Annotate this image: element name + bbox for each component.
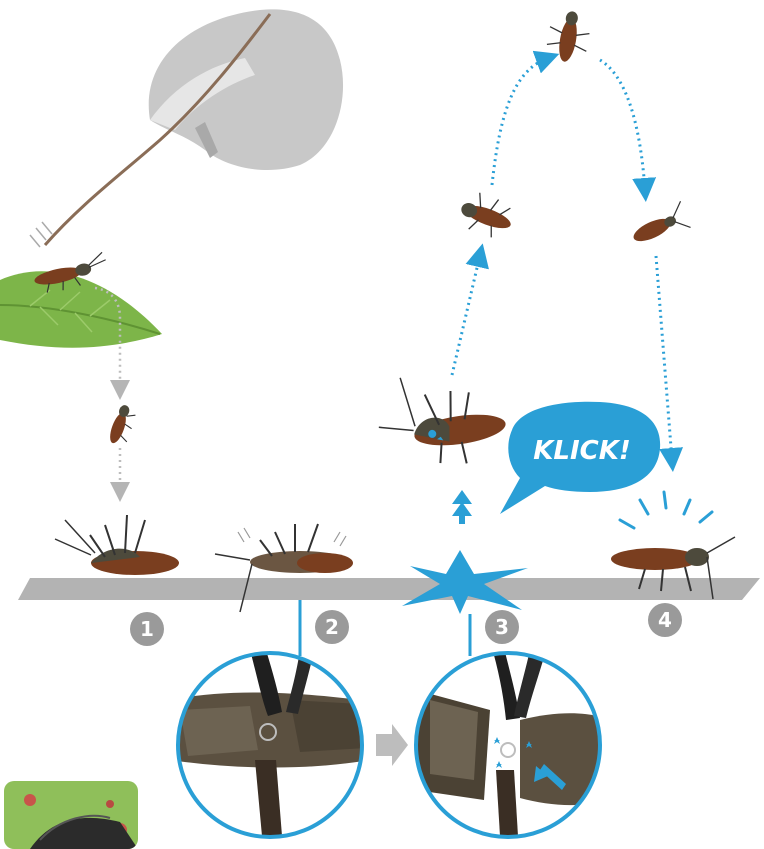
beetle-descending	[628, 201, 692, 251]
step-badge-2: 2	[315, 610, 349, 644]
hand-illustration	[45, 9, 343, 245]
klick-speech-bubble: KLICK!	[500, 402, 660, 514]
step-number-3: 3	[495, 615, 509, 639]
beetle-rising	[456, 189, 518, 242]
klick-label: KLICK!	[533, 436, 630, 466]
step-badge-3: 3	[485, 610, 519, 644]
step-number-2: 2	[325, 615, 339, 639]
detail-circle-latch-released	[416, 648, 610, 837]
beetle-falling	[107, 403, 139, 447]
beetle-step-3	[372, 364, 510, 475]
step-number-1: 1	[140, 617, 154, 641]
step-number-4: 4	[658, 608, 672, 632]
launch-arrows	[452, 490, 472, 524]
ground	[18, 578, 760, 600]
beetle-step-1	[55, 515, 179, 575]
leaf-illustration	[0, 271, 162, 347]
detail-circle-latch-engaged	[170, 650, 370, 837]
step-badge-1: 1	[130, 612, 164, 646]
beetle-apex	[544, 8, 592, 65]
impact-rays	[620, 492, 712, 528]
motion-lines-twig	[30, 222, 52, 247]
beetle-photo-thumbnail	[4, 781, 138, 849]
flight-trajectory	[452, 58, 672, 460]
detail-transition-arrow	[376, 724, 408, 766]
step-badge-4: 4	[648, 603, 682, 637]
